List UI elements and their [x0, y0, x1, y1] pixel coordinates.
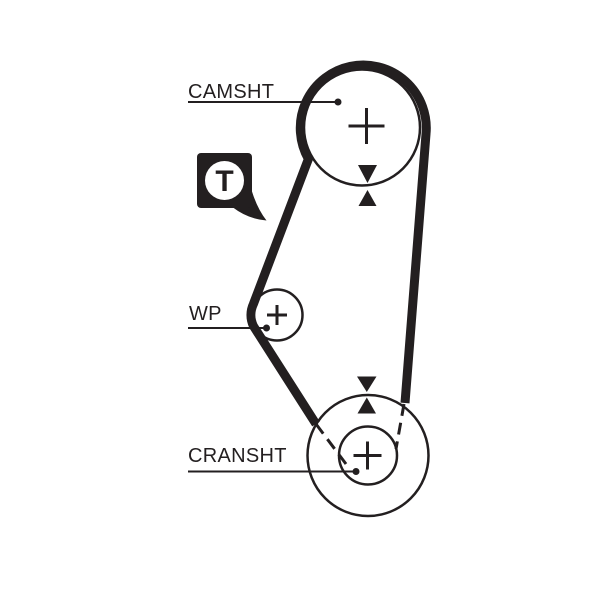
hidden-belt-left-dashes [314, 423, 351, 469]
crankshaft-alignment-arrow-down [357, 376, 377, 392]
crankshaft-label: CRANSHT [188, 445, 287, 467]
hidden-belt-right-dashes [394, 403, 406, 450]
camshaft-alignment-arrow-down [358, 165, 377, 183]
camshaft-label: CAMSHT [188, 81, 275, 103]
camshaft-center-cross [348, 108, 385, 144]
crankshaft-leader-dot [352, 468, 360, 475]
water-pump-center-cross [267, 305, 287, 325]
crankshaft-alignment-arrow-up [357, 397, 376, 414]
tensioner-letter: T [215, 165, 233, 198]
crankshaft-outer-circle [306, 393, 430, 518]
tensioner-badge: T [197, 153, 267, 221]
water-pump-label: WP [189, 303, 222, 325]
tensioner-badge-circle [205, 161, 244, 200]
timing-belt-path [246, 60, 431, 427]
crankshaft-center-cross [353, 441, 382, 470]
water-pump-leader-dot [263, 324, 270, 332]
camshaft-alignment-arrow-up [358, 190, 377, 206]
camshaft-leader-dot [334, 98, 342, 106]
